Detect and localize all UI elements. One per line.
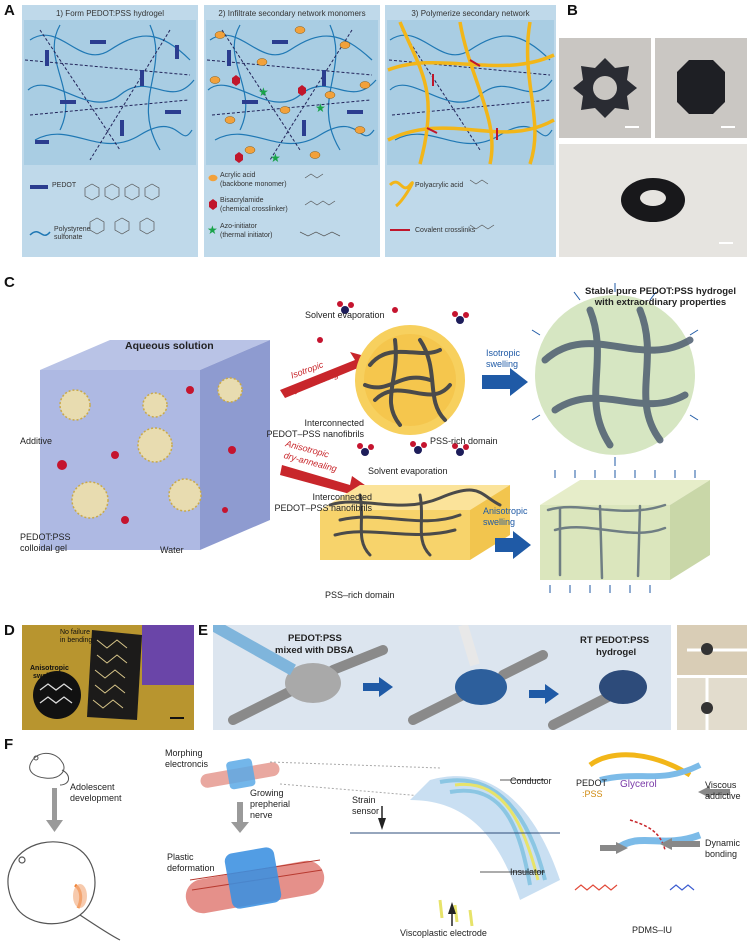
panel-c-illustration <box>40 283 710 593</box>
panel-label-d: D <box>4 622 15 639</box>
c-aniso-swell-1: Anisotropic <box>483 506 528 516</box>
photo-star-gel <box>559 38 651 138</box>
d-no-failure-2: in bending <box>60 637 93 644</box>
f-growing-1: Growing <box>250 788 284 798</box>
f-morphing-1: Morphing <box>165 748 203 758</box>
c-nanofibrils-1b: PEDOT–PSS nanofibrils <box>266 429 364 439</box>
photo-rt-hydrogel-1 <box>677 625 747 675</box>
c-colloid-1: PEDOT:PSS <box>20 532 71 542</box>
c-nanofibrils-1a: Interconnected <box>304 418 364 428</box>
f-conductor: Conductor <box>510 776 552 786</box>
panel-a-network-illustrations: ★ ★ ★ ★ <box>24 20 555 237</box>
f-growing-3: nerve <box>250 810 273 820</box>
f-viscous-2: addictive <box>705 791 741 801</box>
legend-azo: Azo-initiator <box>220 223 257 230</box>
c-aqueous: Aqueous solution <box>125 340 214 352</box>
c-aniso-swell-2: swelling <box>483 517 516 527</box>
legend-bisacrylamide-sub: (chemical crosslinker) <box>220 206 288 213</box>
panel-e-process <box>213 625 671 730</box>
svg-text:★: ★ <box>207 223 218 237</box>
f-glycerol: Glycerol <box>620 779 657 790</box>
c-iso-swell-1: Isotropic <box>486 348 521 358</box>
legend-crosslinks: Covalent crosslinks <box>415 227 476 234</box>
step1-title: 1) Form PEDOT:PSS hydrogel <box>55 9 165 18</box>
c-top-title-1: Stable pure PEDOT:PSS hydrogel <box>585 286 736 297</box>
legend-pss: Polystyrene sulfonate <box>54 226 91 242</box>
c-nanofibrils-2b: PEDOT–PSS nanofibrils <box>274 503 372 513</box>
c-top-title-2: with extraordinary properties <box>594 297 727 308</box>
svg-text:★: ★ <box>270 151 281 165</box>
f-pdms: PDMS–IU <box>632 925 673 935</box>
photo-anisotropic-swelling <box>22 625 194 730</box>
panel-label-a: A <box>4 2 15 19</box>
svg-text:★: ★ <box>258 85 269 99</box>
e-mixed-2: mixed with DBSA <box>275 645 354 656</box>
d-aniso-1: Anisotropic <box>30 665 69 672</box>
f-adolescent-2: development <box>70 793 122 803</box>
c-iso-swell-2: swelling <box>486 359 519 369</box>
legend-acrylic: Acrylic acid <box>220 172 256 179</box>
d-no-failure-1: No failure <box>60 629 90 636</box>
f-insulator: Insulator <box>510 867 545 877</box>
panel-label-f: F <box>4 736 14 753</box>
f-visco-electrode: Viscoplastic electrode <box>400 928 487 938</box>
photo-ring-gel <box>559 144 747 257</box>
panel-label-c: C <box>4 274 15 291</box>
c-pss-domain-1: PSS-rich domain <box>430 436 498 446</box>
panel-label-b: B <box>567 2 578 19</box>
e-mixed-1: PEDOT:PSS <box>288 633 342 644</box>
f-adolescent-1: Adolescent <box>70 782 115 792</box>
photo-octagon-gel <box>655 38 747 138</box>
legend-azo-sub: (thermal initiator) <box>220 232 273 239</box>
legend-bisacrylamide: Bisacrylamide <box>220 197 264 204</box>
f-dynamic-1: Dynamic <box>705 838 741 848</box>
e-rt-2: hydrogel <box>596 647 637 658</box>
e-rt-1: RT PEDOT:PSS <box>580 635 650 646</box>
f-dynamic-2: bonding <box>705 849 738 859</box>
step2-title: 2) Infiltrate secondary network monomers <box>218 9 366 18</box>
step3-title: 3) Polymerize secondary network <box>411 9 530 18</box>
f-strain-1: Strain <box>352 795 376 805</box>
f-pedot-2: :PSS <box>582 789 603 799</box>
c-water: Water <box>160 545 184 555</box>
legend-paa: Polyacrylic acid <box>415 182 464 189</box>
legend-acrylic-sub: (backbone monomer) <box>220 181 287 188</box>
c-solvent-evap-1: Solvent evaporation <box>305 310 385 320</box>
f-growing-2: prepherial <box>250 799 291 809</box>
f-pedot-1: PEDOT <box>576 778 608 788</box>
c-solvent-evap-2: Solvent evaporation <box>368 466 448 476</box>
c-additive: Additive <box>20 436 53 446</box>
f-plastic-1: Plastic <box>167 852 194 862</box>
legend-pedot: PEDOT <box>52 182 77 189</box>
d-aniso-2: swelling <box>33 673 61 680</box>
c-colloid-2: colloidal gel <box>20 543 68 553</box>
f-strain-2: sensor <box>352 806 380 816</box>
f-morphing-2: electroncis <box>165 759 209 769</box>
f-viscous-1: Viscous <box>705 780 737 790</box>
panel-label-e: E <box>198 622 209 639</box>
svg-text:★: ★ <box>315 101 326 115</box>
panel-f-illustration <box>7 752 730 941</box>
photo-rt-hydrogel-2 <box>677 678 747 730</box>
f-plastic-2: deformation <box>167 863 215 873</box>
c-pss-domain-2: PSS–rich domain <box>325 590 395 600</box>
c-nanofibrils-2a: Interconnected <box>312 492 372 502</box>
